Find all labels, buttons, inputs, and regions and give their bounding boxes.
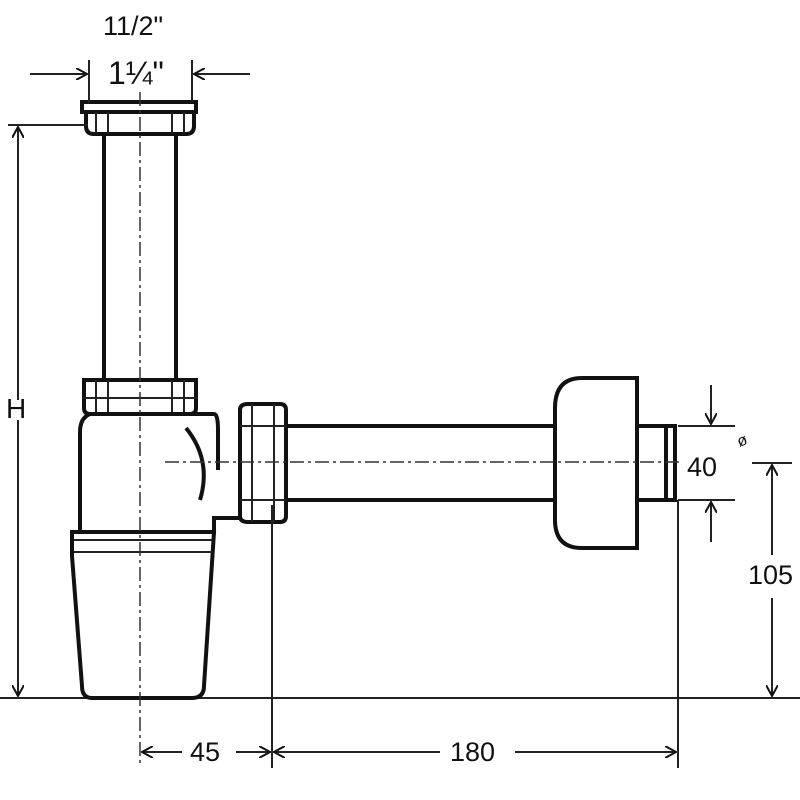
offset-label: 45 [190, 737, 220, 767]
wall-rosette [553, 376, 639, 550]
outlet-length-label: 180 [450, 737, 495, 767]
top-nut [80, 100, 198, 136]
horizontal-outlet-pipe [286, 424, 553, 502]
horizontal-dimensions [142, 500, 679, 768]
wall-stub-pipe [637, 424, 677, 502]
inlet-size-label-a: 11/2" [103, 11, 163, 41]
outlet-height-dimension [752, 462, 792, 696]
height-label: H [6, 393, 26, 424]
inlet-dimension [30, 60, 250, 102]
height-dimension [8, 124, 88, 696]
diameter-label: 40 [687, 452, 717, 482]
bottle-body [70, 408, 242, 700]
outlet-height-label: 105 [748, 560, 793, 590]
diameter-dimension [678, 385, 735, 542]
inlet-size-label-b: 1¼" [108, 55, 164, 91]
diameter-symbol: ø [735, 431, 750, 450]
vertical-tailpipe [102, 134, 178, 380]
outlet-nut [238, 402, 288, 524]
